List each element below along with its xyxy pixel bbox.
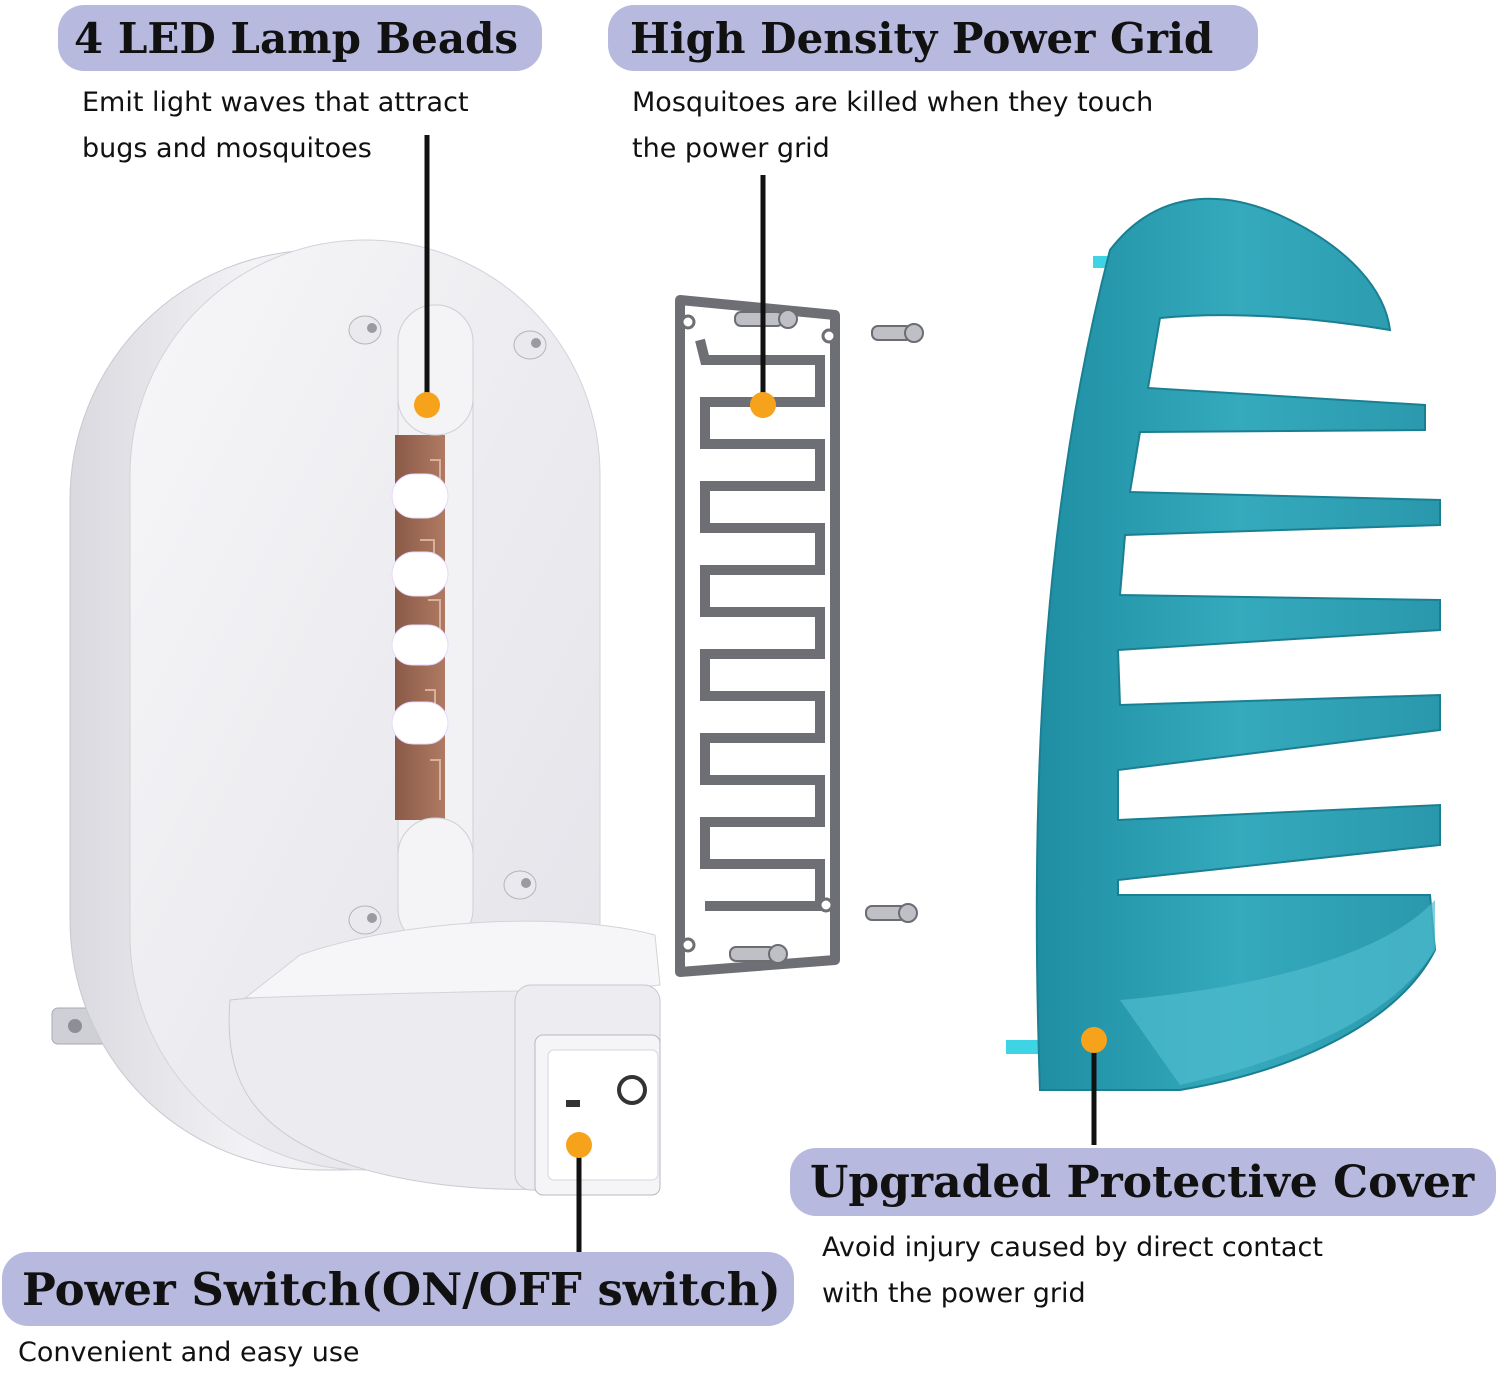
cover-callout-description: Avoid injury caused by direct contact wi… [822,1225,1323,1317]
led-bead [391,701,449,745]
led-desc-line-1: Emit light waves that attract [82,87,469,118]
screw-icon [729,944,788,964]
grid-callout-title: High Density Power Grid [608,5,1258,71]
switch-callout-description: Convenient and easy use [18,1330,360,1376]
led-strip [391,435,449,820]
cover-callout-title: Upgraded Protective Cover [790,1148,1496,1216]
switch-off-symbol [617,1075,647,1105]
grid-desc-line-2: the power grid [632,133,830,164]
led-desc-line-2: bugs and mosquitoes [82,133,372,164]
grid-serpentine [695,338,825,911]
screw-icon [871,323,924,343]
led-bead [391,551,449,597]
callout-markers [414,392,1107,1158]
cover-desc-line-2: with the power grid [822,1278,1086,1309]
callout-leaders [424,135,1097,1252]
cover-desc-line-1: Avoid injury caused by direct contact [822,1232,1323,1263]
switch-callout-title-text: Power Switch(ON/OFF switch) [22,1262,781,1316]
marker-cover [1081,1027,1107,1053]
grid-callout-title-text: High Density Power Grid [630,13,1214,63]
power-grid [675,295,924,977]
marker-switch [566,1132,592,1158]
led-callout-title-text: 4 LED Lamp Beads [74,13,519,63]
marker-led [414,392,440,418]
led-callout-description: Emit light waves that attract bugs and m… [82,80,469,172]
led-bead [391,624,449,666]
led-callout-title: 4 LED Lamp Beads [58,5,542,71]
switch-on-symbol [566,1100,580,1107]
led-bead [391,473,449,519]
protective-cover [1006,197,1441,1091]
screw-icon [734,309,798,329]
grid-callout-description: Mosquitoes are killed when they touch th… [632,80,1153,172]
screw-icon [865,903,918,923]
switch-desc-line-1: Convenient and easy use [18,1337,360,1368]
switch-callout-title: Power Switch(ON/OFF switch) [2,1252,794,1326]
device-body [51,239,661,1196]
cover-callout-title-text: Upgraded Protective Cover [810,1156,1475,1208]
marker-grid [750,392,776,418]
grid-desc-line-1: Mosquitoes are killed when they touch [632,87,1154,118]
